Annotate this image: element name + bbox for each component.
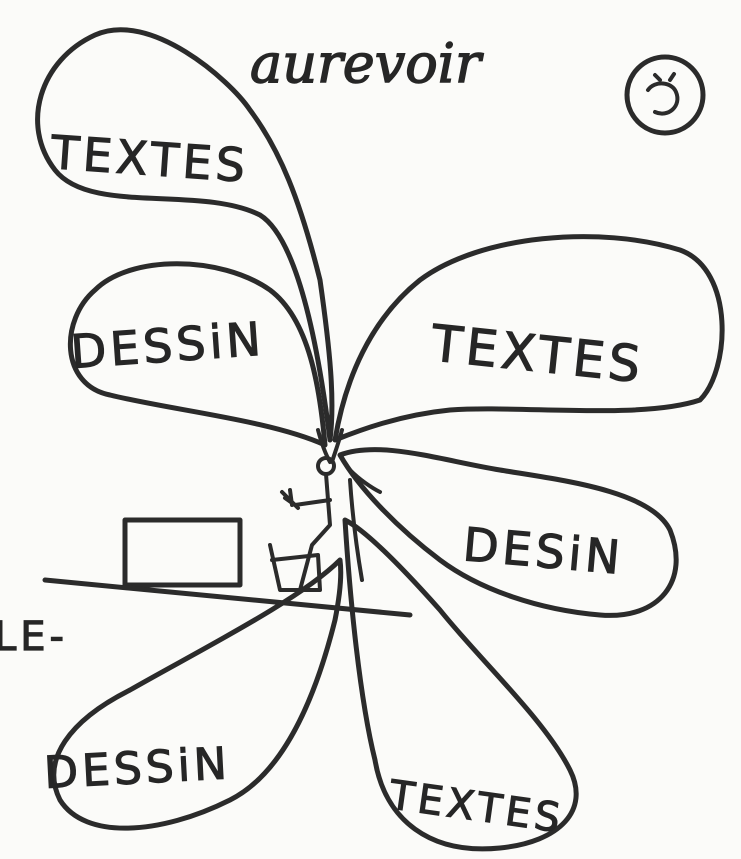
desk-with-screen [42, 517, 413, 618]
smiley-face [624, 54, 706, 136]
label-dessin-bottom-left: DESSiN [43, 738, 232, 799]
label-textes-right: TEXTES [428, 314, 647, 394]
petal-lower-right [337, 447, 679, 618]
label-dessin-middle-left: DESSiN [69, 312, 266, 379]
petal-bottom-left [51, 557, 344, 831]
edge-fragment-text: LE- [0, 614, 68, 660]
petal-right [332, 234, 725, 443]
greeting-text: aurevoir [250, 32, 484, 95]
petal-bottom [342, 517, 579, 852]
label-textes-bottom: TEXTES [386, 772, 567, 842]
petal-top-left [35, 27, 335, 443]
stem-lines [316, 428, 382, 582]
seated-figure [268, 456, 336, 592]
petal-middle-left [67, 261, 328, 448]
label-desin-lower-right: DESiN [461, 517, 626, 585]
label-textes-top-left: TEXTES [48, 125, 251, 193]
